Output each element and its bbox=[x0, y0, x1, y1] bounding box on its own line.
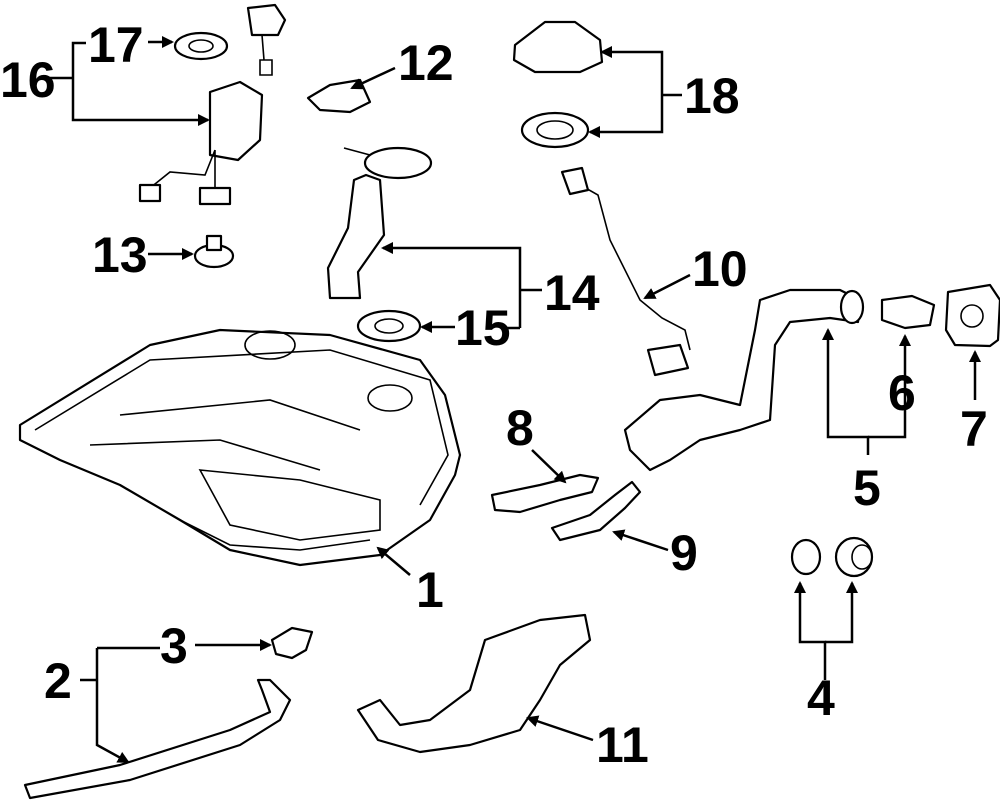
callout-17: 17 bbox=[88, 17, 144, 73]
fuel-gauge-sender-part bbox=[326, 146, 433, 300]
callout-6: 6 bbox=[888, 365, 916, 421]
skid-plate-part bbox=[356, 613, 592, 754]
callout-7: 7 bbox=[960, 401, 988, 457]
pump-cover-part bbox=[512, 20, 604, 149]
callout-18: 18 bbox=[684, 68, 740, 124]
filler-caps-part bbox=[790, 536, 874, 578]
sender-seal-part bbox=[356, 309, 422, 343]
tank-strap-part bbox=[23, 678, 292, 800]
pump-seal-part bbox=[173, 31, 229, 61]
callout-9: 9 bbox=[670, 525, 698, 581]
filler-neck-part bbox=[623, 288, 865, 472]
callout-8: 8 bbox=[506, 400, 534, 456]
callout-13: 13 bbox=[92, 227, 148, 283]
callout-16: 16 bbox=[0, 52, 56, 108]
fuel-tank-part bbox=[18, 328, 462, 567]
callout-5: 5 bbox=[853, 460, 881, 516]
hose-9-part bbox=[550, 480, 642, 542]
strap-clip-part bbox=[270, 626, 314, 660]
callout-14: 14 bbox=[544, 265, 600, 321]
callout-10: 10 bbox=[692, 241, 748, 297]
cap-housing-part bbox=[944, 283, 1000, 348]
callout-4: 4 bbox=[807, 670, 835, 726]
callout-leaders bbox=[50, 36, 981, 764]
callout-12: 12 bbox=[398, 35, 454, 91]
callout-2: 2 bbox=[44, 653, 72, 709]
callout-15: 15 bbox=[455, 300, 511, 356]
callout-1: 1 bbox=[416, 562, 444, 618]
hose-8-part bbox=[490, 473, 600, 514]
callout-11: 11 bbox=[596, 717, 649, 773]
filler-grommet-part bbox=[880, 294, 936, 330]
callout-numbers: 1 2 3 4 5 6 7 8 9 10 11 12 13 14 15 16 1… bbox=[0, 17, 988, 773]
fuel-pump-assembly-part bbox=[138, 3, 287, 206]
callout-3: 3 bbox=[160, 618, 188, 674]
vent-pipe-part bbox=[560, 166, 691, 377]
grommet-13-part bbox=[193, 234, 235, 269]
